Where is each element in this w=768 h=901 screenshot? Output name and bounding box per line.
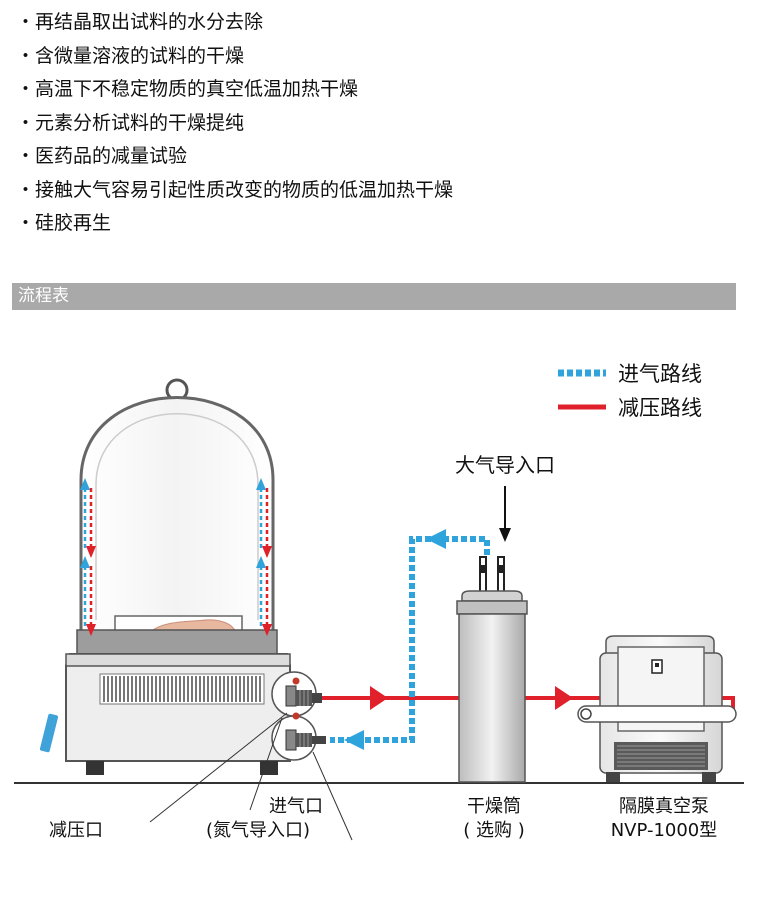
legend-vacuum-label: 减压路线	[618, 396, 702, 420]
leader-gas-inlet-right	[312, 751, 353, 841]
vacuum-port-fitting	[285, 677, 322, 720]
gas-inlet-label: 进气口	[269, 796, 323, 817]
atmosphere-inlet-pointer	[499, 486, 511, 542]
circulation-arrows	[80, 478, 272, 636]
flow-diagram: 进气路线 减压路线	[14, 362, 744, 841]
vacuum-port-label: 减压口	[49, 820, 103, 841]
gas-inlet-note: (氮气导入口)	[206, 820, 310, 841]
usage-item: 元素分析试料的干燥提纯	[16, 107, 453, 141]
leader-gas-inlet-left	[249, 717, 283, 811]
dryer-tube-label: 干燥筒	[467, 796, 521, 817]
usage-item: 再结晶取出试料的水分去除	[16, 6, 453, 40]
intake-route	[330, 529, 490, 750]
diaphragm-vacuum-pump	[577, 635, 737, 782]
legend: 进气路线 减压路线	[558, 362, 702, 420]
gas-inlet-fitting	[285, 729, 326, 751]
vacuum-desiccator	[39, 378, 291, 775]
usage-item: 医药品的减量试验	[16, 140, 453, 174]
dryer-tube-note: ( 选购 )	[463, 820, 525, 841]
pump-name-label: 隔膜真空泵	[619, 796, 709, 817]
atmosphere-inlet-label: 大气导入口	[455, 453, 555, 477]
usage-item: 硅胶再生	[16, 207, 453, 241]
section-header-flowchart: 流程表	[12, 283, 736, 310]
usage-list: 再结晶取出试料的水分去除 含微量溶液的试料的干燥 高温下不稳定物质的真空低温加热…	[16, 6, 453, 241]
leader-vacuum-port	[149, 712, 288, 823]
usage-item: 含微量溶液的试料的干燥	[16, 40, 453, 74]
pump-model-label: NVP-1000型	[611, 820, 718, 841]
usage-item: 接触大气容易引起性质改变的物质的低温加热干燥	[16, 174, 453, 208]
vent-grille	[99, 673, 265, 705]
dryer-tube	[456, 556, 528, 783]
legend-intake-label: 进气路线	[618, 362, 702, 386]
usage-item: 高温下不稳定物质的真空低温加热干燥	[16, 73, 453, 107]
status-indicator	[39, 713, 59, 753]
